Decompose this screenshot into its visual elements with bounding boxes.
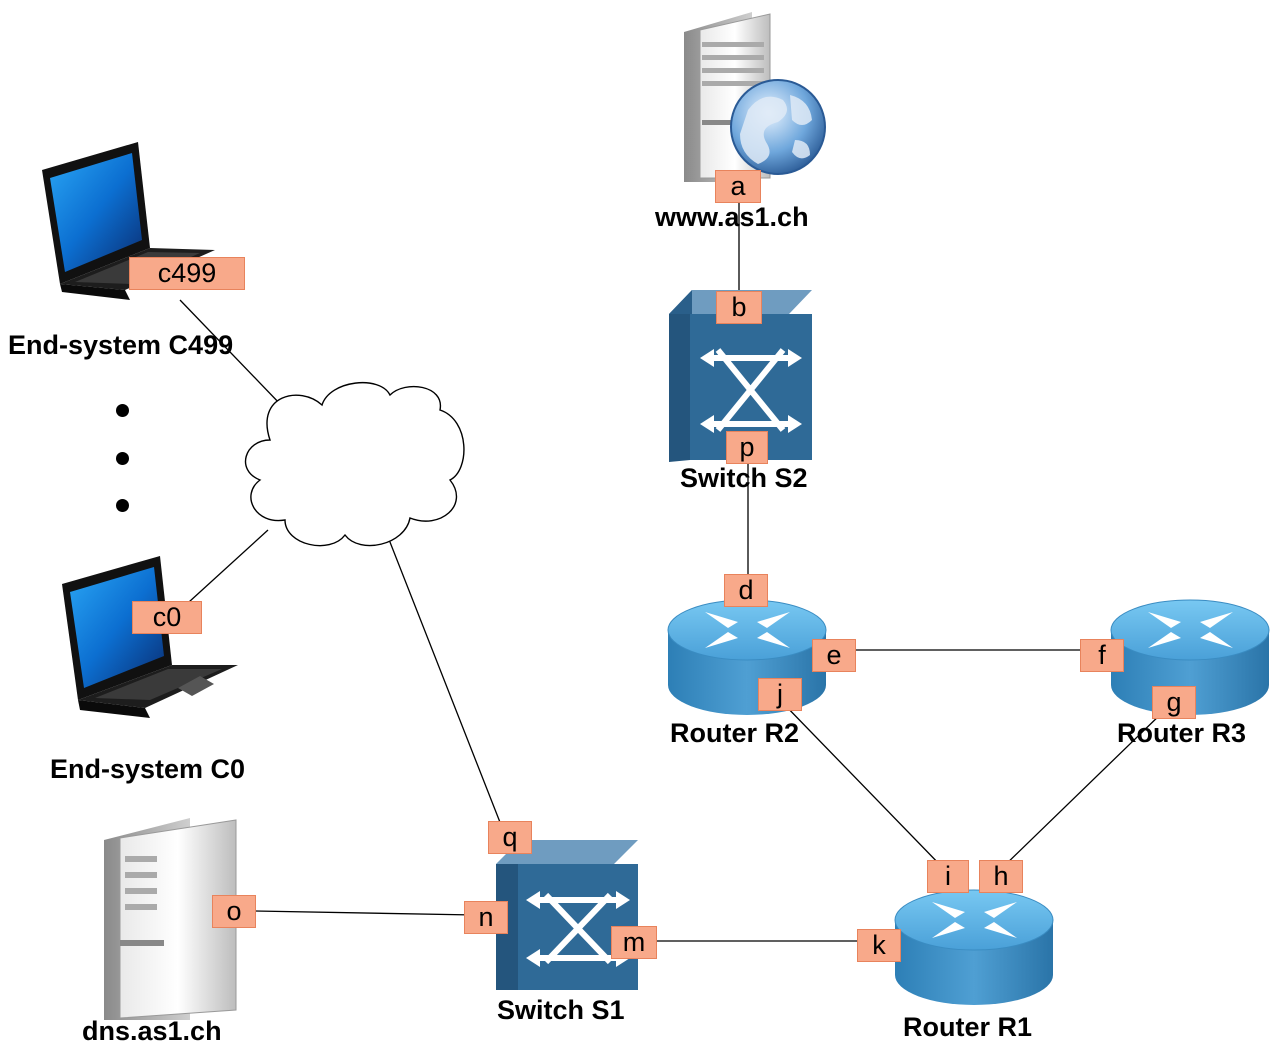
web-server-icon: [684, 12, 826, 182]
links: [177, 190, 1166, 942]
web-server-label: www.as1.ch: [655, 202, 809, 232]
port-f: f: [1080, 639, 1124, 672]
port-e: e: [812, 639, 856, 672]
port-m: m: [611, 926, 657, 959]
port-k: k: [857, 929, 901, 962]
router-r2-label: Router R2: [670, 718, 800, 748]
port-q: q: [488, 821, 532, 854]
router-r1-label: Router R1: [903, 1012, 1033, 1042]
port-d: d: [724, 574, 768, 607]
switch-s2-arrows: [706, 348, 796, 432]
port-h: h: [979, 860, 1023, 893]
router-r3-icon: [1110, 599, 1270, 715]
port-b: b: [716, 291, 762, 324]
port-n: n: [464, 901, 508, 934]
laptop-c499-icon: [42, 142, 215, 300]
globe-icon: [730, 79, 826, 175]
port-g: g: [1152, 686, 1196, 719]
cloud-icon: [244, 381, 465, 547]
link-cloud-s1: [387, 536, 506, 836]
link-r2-r1: [779, 699, 946, 871]
port-c0: c0: [132, 601, 202, 634]
laptop-c0-icon: [62, 556, 238, 718]
router-r3-label: Router R3: [1117, 718, 1247, 748]
link-r3-r1: [999, 709, 1166, 871]
ellipsis-dot: [116, 404, 129, 417]
end-system-c499-label: End-system C499: [8, 330, 234, 360]
port-p: p: [726, 431, 768, 464]
router-r1-icon: [894, 889, 1054, 1005]
link-c0-cloud: [177, 529, 269, 613]
port-i: i: [927, 860, 969, 893]
ellipsis-dot: [116, 452, 129, 465]
port-o: o: [212, 895, 256, 928]
port-a: a: [715, 170, 761, 203]
link-dns-s1: [254, 910, 476, 916]
port-c499: c499: [129, 257, 245, 290]
switch-s2-label: Switch S2: [680, 463, 808, 493]
ellipsis-dot: [116, 499, 129, 512]
port-j: j: [758, 678, 802, 711]
switch-s1-label: Switch S1: [497, 995, 625, 1025]
dns-server-label: dns.as1.ch: [82, 1016, 222, 1046]
end-system-c0-label: End-system C0: [50, 754, 246, 784]
dns-server-icon: [104, 818, 237, 1020]
router-r2-icon: [667, 599, 827, 715]
switch-s2-icon: [669, 290, 812, 462]
link-c499-cloud: [179, 299, 284, 408]
switch-s1-icon: [496, 840, 638, 990]
